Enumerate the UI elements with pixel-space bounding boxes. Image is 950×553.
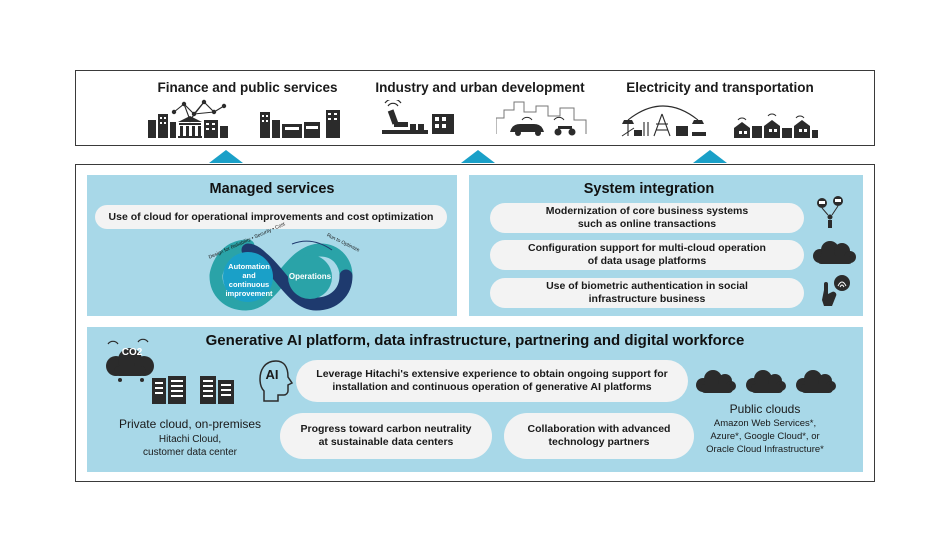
private-cloud-sub2: customer data center (143, 447, 237, 458)
finance-buildings-icon (148, 114, 228, 138)
integration-item-1: Modernization of core business systems s… (490, 203, 804, 233)
houses-icon (734, 113, 818, 138)
sector-label-electricity: Electricity and transportation (626, 80, 814, 95)
integration-item-1-line1: Modernization of core business systems (545, 205, 749, 217)
managed-services-pill: Use of cloud for operational improvement… (95, 205, 447, 229)
co2-cloud-icon (106, 338, 154, 382)
data-center-building-2-icon (200, 376, 234, 404)
public-clouds-title: Public clouds (729, 402, 801, 416)
public-clouds-sub1: Amazon Web Services*, (713, 418, 817, 429)
connector-arrow-center (461, 150, 495, 163)
integration-item-1-line2: such as online transactions (577, 218, 717, 230)
ai-head-icon (259, 360, 294, 402)
partners-line2: technology partners (548, 436, 650, 448)
integration-item-2-line2: of data usage platforms (587, 255, 707, 267)
factory-robot-icon (382, 100, 454, 134)
ai-label: AI (265, 367, 279, 382)
private-cloud-title: Private cloud, on-premises (118, 417, 262, 431)
public-cloud-1-icon (696, 370, 736, 393)
carbon-neutrality-line1: Progress toward carbon neutrality (300, 423, 472, 435)
fingerprint-touch-icon (822, 275, 850, 306)
power-grid-icon (621, 105, 706, 137)
carbon-neutrality-line2: at sustainable data centers (318, 436, 454, 448)
people-network-icon (817, 196, 843, 228)
co2-label: CO2 (121, 347, 143, 358)
genai-support-line1: Leverage Hitachi's extensive experience … (316, 368, 668, 380)
loop-left-label: Automation and continuous improvement (225, 262, 273, 298)
integration-item-3-line2: infrastructure business (588, 293, 706, 305)
managed-services-title: Managed services (209, 181, 335, 197)
data-center-building-1-icon (152, 376, 186, 404)
genai-support-pill: Leverage Hitachi's extensive experience … (296, 360, 688, 402)
city-train-icon (260, 110, 340, 138)
managed-services-panel: Managed services Use of cloud for operat… (87, 175, 457, 316)
generative-ai-title: Generative AI platform, data infrastruct… (205, 332, 745, 349)
sector-label-finance: Finance and public services (157, 80, 338, 95)
infinity-loop-diagram (209, 239, 353, 311)
integration-item-2: Configuration support for multi-cloud op… (490, 240, 804, 270)
public-clouds-sub3: Oracle Cloud Infrastructure* (706, 444, 824, 455)
connector-arrow-right (693, 150, 727, 163)
loop-right-label: Operations (288, 272, 332, 281)
integration-item-3-line1: Use of biometric authentication in socia… (546, 280, 748, 292)
sector-label-industry: Industry and urban development (375, 80, 585, 95)
partners-line1: Collaboration with advanced (527, 423, 671, 435)
public-clouds-sub2: Azure*, Google Cloud*, or (710, 431, 820, 442)
integration-item-2-line1: Configuration support for multi-cloud op… (528, 242, 766, 254)
partners-pill: Collaboration with advanced technology p… (504, 413, 694, 459)
private-cloud-sub1: Hitachi Cloud, (158, 434, 222, 445)
public-cloud-2-icon (746, 370, 786, 393)
genai-support-line2: installation and continuous operation of… (332, 381, 652, 393)
system-integration-title: System integration (583, 181, 715, 197)
connector-arrow-left (209, 150, 243, 163)
carbon-neutrality-pill: Progress toward carbon neutrality at sus… (280, 413, 492, 459)
public-cloud-3-icon (796, 370, 836, 393)
integration-item-3: Use of biometric authentication in socia… (490, 278, 804, 308)
smart-city-car-icon (496, 101, 587, 136)
multi-cloud-icon (813, 241, 856, 264)
